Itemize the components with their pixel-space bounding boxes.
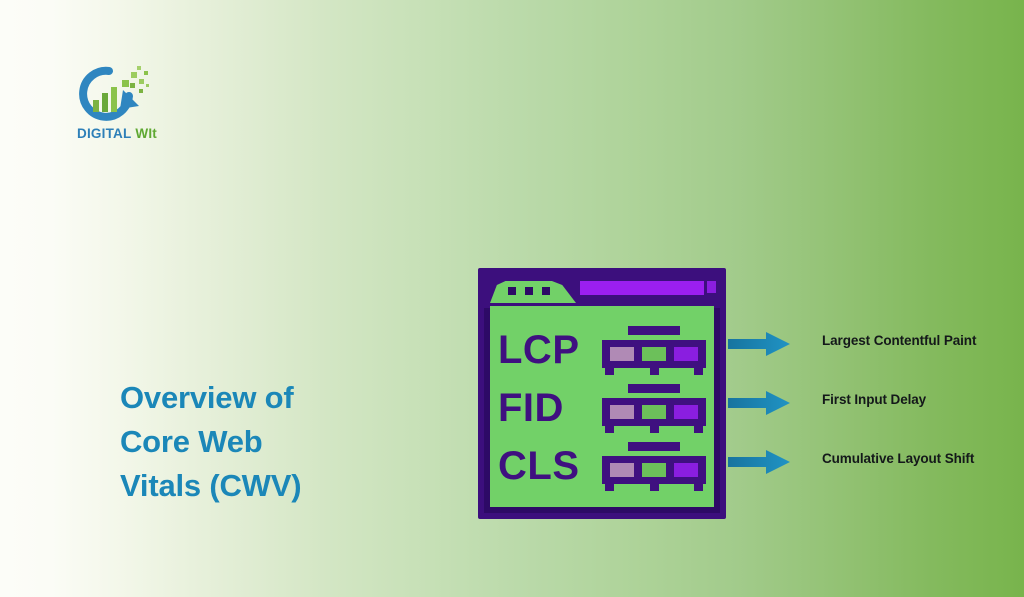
- metric-cell: [642, 463, 666, 477]
- browser-window-illustration: LCP FID: [478, 268, 726, 519]
- page-title: Overview of Core Web Vitals (CWV): [120, 376, 420, 509]
- browser-address-bar: [580, 281, 704, 295]
- arrow-right-icon: [728, 391, 790, 415]
- arrow-right-icon: [728, 450, 790, 474]
- callout-label: First Input Delay: [822, 392, 927, 407]
- metric-bench-leg: [650, 368, 659, 375]
- metric-cell: [610, 405, 634, 419]
- metric-cell: [610, 347, 634, 361]
- window-dot-icon: [508, 287, 516, 295]
- metric-bench-leg: [694, 484, 703, 491]
- metric-row: LCP: [490, 322, 714, 380]
- metric-bench-leg: [605, 368, 614, 375]
- window-dot-icon: [542, 287, 550, 295]
- browser-titlebar-corner-accent: [707, 281, 716, 293]
- page-title-line-1: Overview of: [120, 379, 294, 415]
- metric-caption-bar: [628, 442, 680, 451]
- arrow-right-icon: [728, 332, 790, 356]
- metric-row: FID: [490, 380, 714, 438]
- metric-bench-leg: [694, 426, 703, 433]
- metric-bar-graphic: [602, 326, 706, 376]
- metric-abbreviation: LCP: [498, 328, 580, 372]
- metric-row: CLS: [490, 438, 714, 496]
- metric-bench-bar: [602, 398, 706, 426]
- metric-bench-bar: [602, 456, 706, 484]
- callout-label: Cumulative Layout Shift: [822, 451, 975, 466]
- metric-caption-bar: [628, 326, 680, 335]
- metric-caption-bar: [628, 384, 680, 393]
- metric-bench-leg: [605, 426, 614, 433]
- metric-cell: [642, 347, 666, 361]
- metric-bench-leg: [694, 368, 703, 375]
- logo-word-secondary: WIt: [135, 126, 157, 141]
- metric-bench-bar: [602, 340, 706, 368]
- callout-label: Largest Contentful Paint: [822, 333, 977, 348]
- window-dot-icon: [525, 287, 533, 295]
- metric-abbreviation: FID: [498, 386, 564, 430]
- digital-wit-logo-icon: [67, 62, 153, 126]
- metric-cell: [610, 463, 634, 477]
- metric-bar-graphic: [602, 384, 706, 434]
- browser-tab-shape: [490, 281, 576, 303]
- brand-logo: DIGITAL WIt: [62, 62, 172, 157]
- metric-cell: [642, 405, 666, 419]
- browser-toolbar-strip: [490, 306, 714, 314]
- metric-cell: [674, 463, 698, 477]
- metric-bar-graphic: [602, 442, 706, 492]
- page-title-line-3: Vitals (CWV): [120, 468, 302, 504]
- metric-bench-leg: [650, 484, 659, 491]
- metric-abbreviation: CLS: [498, 444, 580, 488]
- browser-content-area: LCP FID: [490, 314, 714, 507]
- metric-bench-leg: [650, 426, 659, 433]
- metric-cell: [674, 405, 698, 419]
- logo-word-primary: DIGITAL: [77, 126, 132, 141]
- browser-titlebar: [484, 274, 720, 314]
- page-title-line-2: Core Web: [120, 424, 263, 460]
- metric-cell: [674, 347, 698, 361]
- brand-logo-text: DIGITAL WIt: [62, 126, 172, 141]
- metric-bench-leg: [605, 484, 614, 491]
